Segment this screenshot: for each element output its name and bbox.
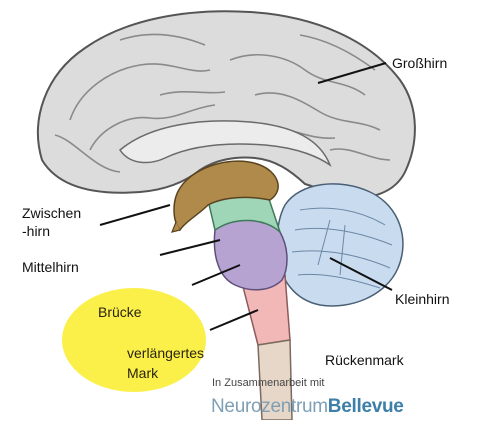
label-rueckenmark: Rückenmark	[325, 352, 404, 368]
cerebellum	[277, 184, 403, 306]
label-mittelhirn: Mittelhirn	[22, 259, 79, 275]
label-bruecke: Brücke	[98, 304, 142, 320]
label-verlaengertes-mark-line2: Mark	[127, 365, 158, 381]
label-zwischenhirn-line2: -hirn	[22, 223, 50, 239]
brand-part2: Bellevue	[328, 396, 404, 417]
label-verlaengertes-mark-line1: verlängertes	[127, 345, 204, 361]
label-zwischenhirn-line1: Zwischen	[22, 205, 81, 221]
label-grosshirn: Großhirn	[392, 55, 447, 71]
credit-text: In Zusammenarbeit mit	[212, 377, 324, 389]
label-kleinhirn: Kleinhirn	[395, 291, 449, 307]
brand-part1: Neurozentrum	[211, 396, 328, 417]
brand-logo: NeurozentrumBellevue	[211, 396, 404, 418]
